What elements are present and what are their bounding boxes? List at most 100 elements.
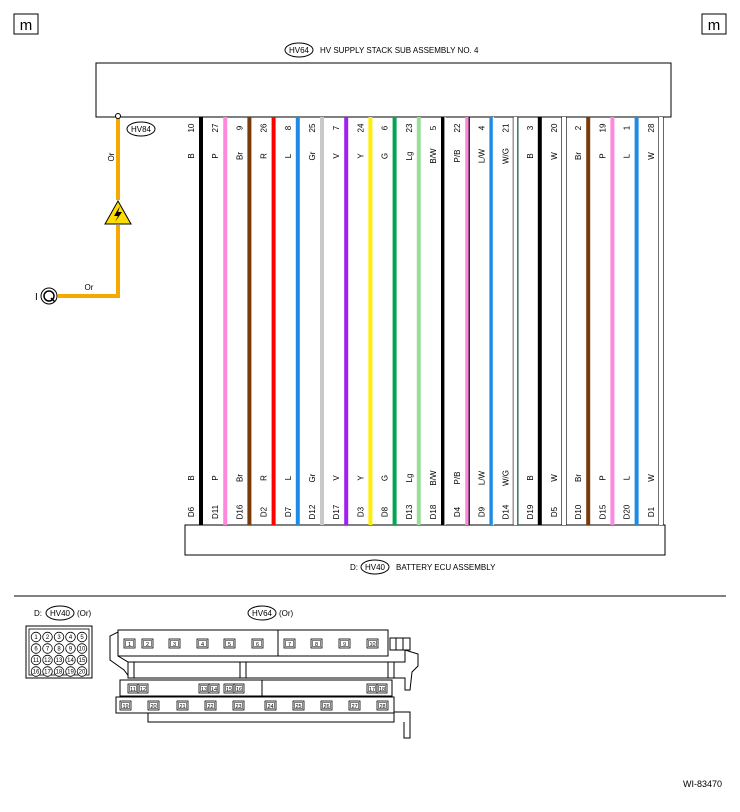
corner-mark-right: m [708, 17, 721, 34]
wire-bottom-pin: D20 [623, 504, 632, 519]
hv64-pin-label: 17 [369, 687, 375, 693]
wire-top-color: B [526, 153, 535, 158]
hv40-pin-label: 9 [69, 647, 73, 653]
hv40-pin [42, 654, 53, 666]
hv64-post [239, 661, 247, 679]
hv40-pin-label: 17 [44, 670, 51, 676]
wire-top-color: Gr [308, 151, 317, 160]
hv64-pin-inner [235, 685, 243, 692]
wire-top-color: G [381, 153, 390, 159]
hv64-pin-inner [121, 702, 130, 709]
hv40-pin [30, 666, 42, 677]
hv64-pin-label: 27 [351, 704, 357, 710]
hv64-pin-inner [129, 685, 137, 692]
wire-top-color: B/W [429, 148, 438, 164]
wire-bottom-color: P [598, 475, 607, 480]
wire-bottom-pin: D19 [526, 504, 535, 519]
hv64-pin [204, 700, 217, 711]
hv64-pin-label: 18 [379, 687, 385, 693]
hv64-pin [366, 638, 379, 649]
hv40-pin [30, 631, 42, 643]
terminal-q-tail [50, 297, 56, 303]
hv40-oval [45, 605, 75, 621]
wire-top-pin: 7 [332, 125, 341, 130]
hv64-pin-label: 1 [128, 642, 131, 648]
hv40-pin-label: 5 [80, 635, 84, 641]
wire-bottom-color: Gr [308, 473, 317, 482]
bottom-connector-oval [360, 559, 390, 575]
wire-top-color: W [550, 152, 559, 160]
figure-id: WI-83470 [683, 779, 722, 789]
hv40-pin-label: 6 [34, 647, 38, 653]
wire-bottom-pin: D2 [260, 506, 269, 517]
hv64-pin [141, 638, 154, 649]
hv64-pin [292, 700, 305, 711]
wire-bottom-color: Br [574, 474, 583, 482]
wire-bottom-pin: D1 [647, 506, 656, 517]
wire-bottom-color: L [284, 475, 293, 480]
wire-bottom-color: Lg [405, 474, 414, 483]
hv64-pin-label: 5 [228, 642, 231, 648]
hv40-pin [76, 643, 88, 654]
hv64-pin-label: 13 [201, 687, 207, 693]
wire-top-color: L/W [477, 148, 486, 163]
hv64-pin-inner [322, 702, 331, 709]
wire-top-pin: 6 [381, 125, 390, 130]
hv64-pin-label: 20 [150, 704, 156, 710]
hv64-pin-label: 6 [256, 642, 259, 648]
hv64-pin-label: 4 [201, 642, 204, 648]
hv40-pin-label: 19 [67, 670, 74, 676]
wire-bottom-pin: D6 [187, 506, 196, 517]
bottom-component-label: BATTERY ECU ASSEMBLY [396, 563, 496, 572]
hv40-pin-label: 18 [56, 670, 63, 676]
wire-bottom-pin: D16 [235, 504, 244, 519]
hv40-pin-label: 13 [56, 658, 63, 664]
hv40-pin [65, 631, 76, 643]
wire-bottom-color: B [187, 475, 196, 480]
hv64-pin-label: 19 [122, 704, 128, 710]
hv40-pin-label: 15 [79, 658, 86, 664]
terminal-mark: I [35, 292, 38, 303]
hv64-pin-inner [312, 640, 321, 647]
hv40-pin-label: 14 [67, 658, 74, 664]
hv64-pin-label: 14 [211, 687, 217, 693]
hv64-pin-inner [294, 702, 303, 709]
wire-top-pin: 9 [235, 125, 244, 130]
hv40-pin [30, 654, 42, 666]
hv64-pin-label: 8 [315, 642, 318, 648]
hv64-post [127, 661, 135, 679]
hv64-pin-inner [198, 640, 207, 647]
wire-bottom-pin: D11 [211, 504, 220, 519]
wire-bottom-color: G [381, 475, 390, 481]
hv64-pin [338, 638, 351, 649]
hv64-pin-inner [340, 640, 349, 647]
hv40-pin [65, 654, 76, 666]
wire-top-pin: 25 [308, 123, 317, 132]
hv40-pin-label: 8 [57, 647, 61, 653]
hv64-pin-label: 25 [295, 704, 301, 710]
hv64-pin-label: 2 [146, 642, 149, 648]
wire-top-color: P/B [453, 150, 462, 163]
wire-top-color: W [647, 152, 656, 160]
hv64-pin-label: 11 [130, 687, 136, 693]
hv40-pin-label: 11 [33, 658, 40, 664]
side-wire-horizontal-label: Or [85, 283, 94, 292]
wire-bundle: 10BBD627PPD119BrBrD1626RRD28LLD725GrGrD1… [187, 117, 664, 525]
wire-top-pin: 19 [598, 123, 607, 132]
wire-top-pin: 3 [526, 125, 535, 130]
wire-top-pin: 23 [405, 123, 414, 132]
hv64-pin-inner [149, 702, 158, 709]
hv40-pin-label: 7 [46, 647, 50, 653]
hv40-pin [42, 666, 53, 677]
top-connector-id: HV64 [289, 46, 310, 55]
hv64-pin-inner [266, 702, 275, 709]
